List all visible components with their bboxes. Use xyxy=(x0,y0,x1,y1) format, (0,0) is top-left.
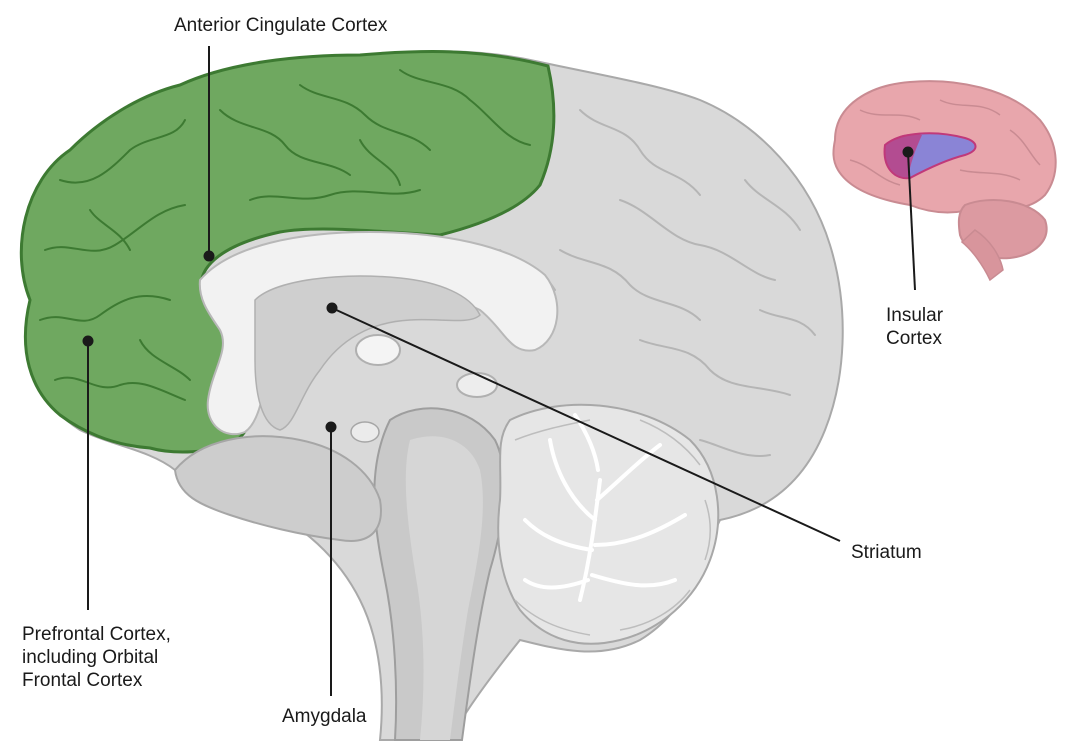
label-prefrontal-line-3: Frontal Cortex xyxy=(22,669,171,692)
amygdala-region xyxy=(351,422,379,442)
label-anterior-cingulate-cortex: Anterior Cingulate Cortex xyxy=(174,14,387,37)
dot-acc xyxy=(205,252,214,261)
label-prefrontal-cortex: Prefrontal Cortex, including Orbital Fro… xyxy=(22,623,171,692)
lateral-brain xyxy=(833,81,1055,280)
dot-striatum xyxy=(328,304,337,313)
label-prefrontal-line-1: Prefrontal Cortex, xyxy=(22,623,171,646)
label-insular-cortex: Insular Cortex xyxy=(886,304,943,350)
dot-insular xyxy=(904,148,913,157)
label-insular-line-1: Insular xyxy=(886,304,943,327)
thalamus xyxy=(356,335,400,365)
label-striatum: Striatum xyxy=(851,541,922,564)
pineal xyxy=(457,373,497,397)
label-amygdala: Amygdala xyxy=(282,705,367,728)
label-prefrontal-line-2: including Orbital xyxy=(22,646,171,669)
label-insular-line-2: Cortex xyxy=(886,327,943,350)
dot-amygdala xyxy=(327,423,336,432)
dot-pfc xyxy=(84,337,93,346)
